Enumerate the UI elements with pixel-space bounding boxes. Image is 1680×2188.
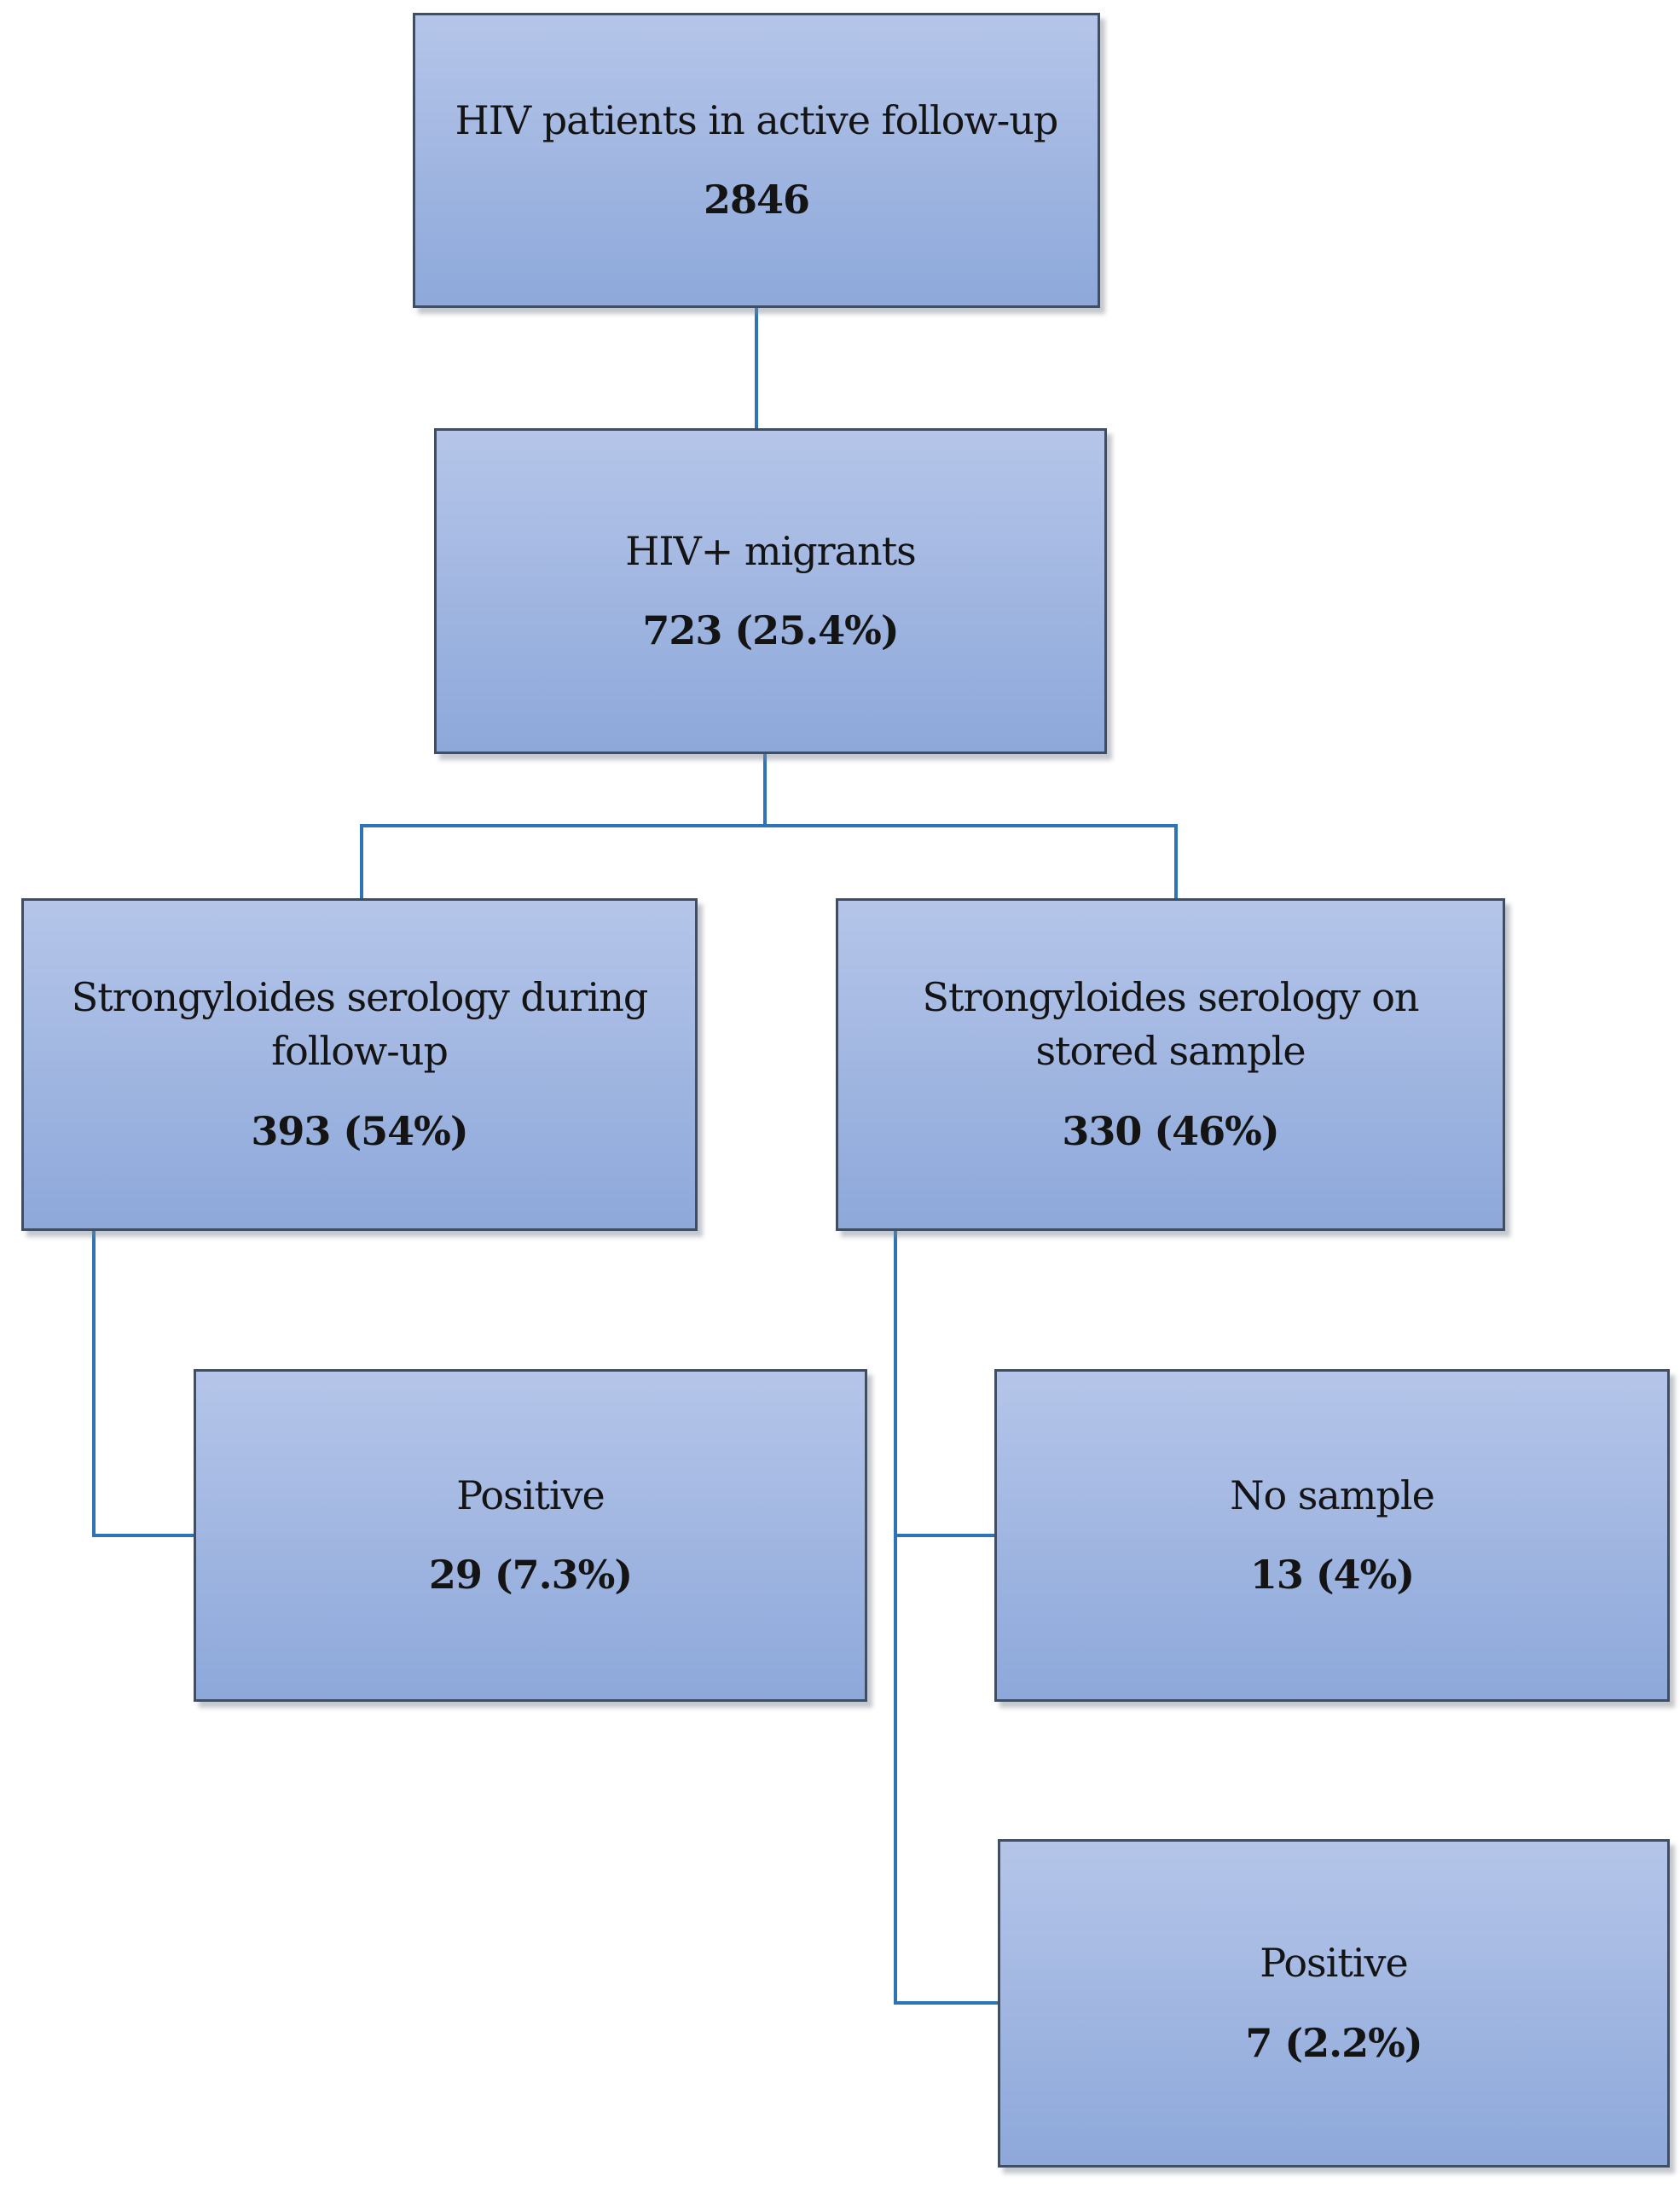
box-value: 330 (46%) bbox=[1062, 1107, 1279, 1154]
flow-box-serology-stored-sample: Strongyloides serology on stored sample … bbox=[836, 898, 1505, 1231]
box-label: Positive bbox=[456, 1471, 605, 1518]
box-value: 393 (54%) bbox=[251, 1107, 468, 1154]
box-value: 29 (7.3%) bbox=[428, 1552, 633, 1598]
connector-split-left-drop bbox=[360, 824, 363, 901]
connector-followup-elbow-horizontal bbox=[92, 1534, 195, 1537]
box-label: HIV+ migrants bbox=[625, 527, 917, 574]
box-value: 13 (4%) bbox=[1249, 1552, 1415, 1598]
flow-box-hiv-migrants: HIV+ migrants 723 (25.4%) bbox=[434, 428, 1107, 754]
box-value: 723 (25.4%) bbox=[642, 607, 899, 653]
box-label: stored sample bbox=[1035, 1028, 1306, 1075]
connector-followup-elbow-vertical bbox=[92, 1228, 96, 1537]
box-label: No sample bbox=[1230, 1471, 1435, 1518]
connector-migrants-to-split bbox=[763, 751, 767, 827]
flow-box-hiv-patients: HIV patients in active follow-up 2846 bbox=[413, 13, 1100, 308]
connector-split-horizontal-bar bbox=[360, 824, 1178, 827]
connector-branch-to-positive-stored bbox=[894, 2001, 999, 2005]
box-label: Strongyloides serology on bbox=[922, 973, 1419, 1020]
box-label: Positive bbox=[1260, 1940, 1409, 1987]
connector-split-right-drop bbox=[1174, 824, 1178, 901]
box-label: HIV patients in active follow-up bbox=[455, 96, 1059, 143]
connector-top-to-migrants bbox=[755, 305, 758, 432]
box-value: 7 (2.2%) bbox=[1245, 2019, 1422, 2066]
flow-box-no-sample: No sample 13 (4%) bbox=[994, 1369, 1670, 1702]
flow-box-positive-stored: Positive 7 (2.2%) bbox=[998, 1839, 1670, 2168]
connector-stored-elbow-vertical bbox=[894, 1228, 897, 2005]
flow-box-serology-during-followup: Strongyloides serology during follow-up … bbox=[21, 898, 698, 1231]
box-value: 2846 bbox=[703, 177, 810, 223]
flow-box-positive-followup: Positive 29 (7.3%) bbox=[194, 1369, 867, 1702]
box-label: follow-up bbox=[271, 1028, 449, 1075]
connector-branch-to-no-sample bbox=[894, 1534, 996, 1537]
box-label: Strongyloides serology during bbox=[71, 973, 649, 1020]
